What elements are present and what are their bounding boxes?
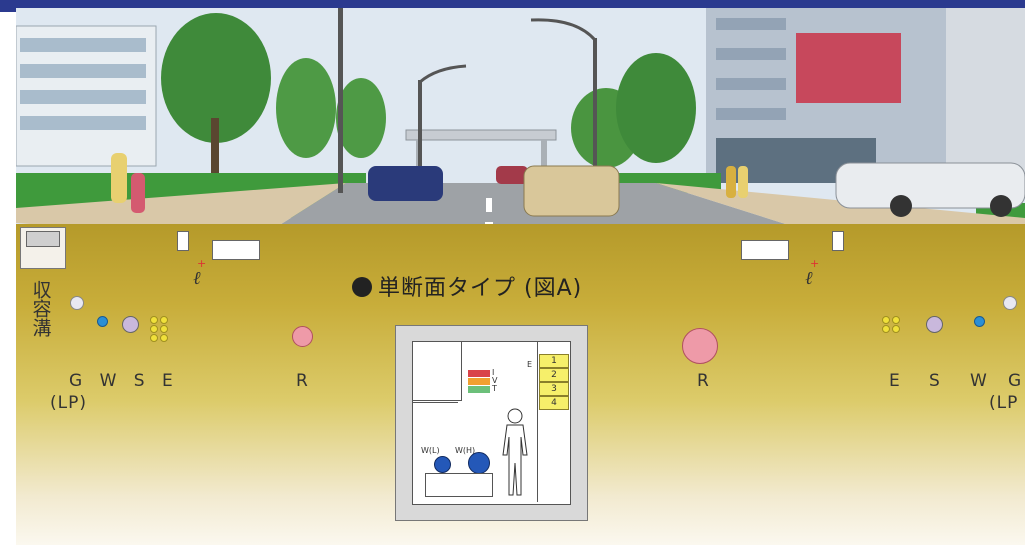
sewer-pipe-left [122, 316, 139, 333]
right-curb-block [741, 240, 789, 260]
w-high-label: W(H) [455, 446, 476, 455]
gas-pipe-right [1003, 296, 1017, 310]
left-r-label: R [296, 371, 309, 391]
w-low-label: W(L) [421, 446, 440, 455]
left-gwse-label: G W S E [69, 371, 179, 391]
plus-mark-left: + [197, 257, 207, 270]
cable-slot-3: 3 [539, 382, 569, 396]
box-e-label: E [527, 360, 533, 369]
r-pipe-left [292, 326, 313, 347]
right-r-label: R [697, 371, 710, 391]
street-scene-svg [16, 8, 1025, 240]
left-channel-label-text: 収容溝 [29, 280, 52, 337]
left-curb-block [212, 240, 260, 260]
street-scene-illustration [16, 8, 1025, 240]
electric-cables-left [150, 316, 172, 344]
water-pipe-right [974, 316, 985, 327]
r-pipe-right [682, 328, 718, 364]
water-pipe-high [468, 452, 490, 474]
ivt-rack-green [468, 386, 490, 393]
shelf-line [413, 402, 458, 403]
right-g-label: G [1008, 371, 1023, 391]
lighting-cable-symbol-left: ℓ [193, 268, 201, 289]
right-w-label: W [970, 371, 988, 391]
water-pipe-left [97, 316, 108, 327]
right-e-label: E [889, 371, 901, 391]
plus-mark-right: + [810, 257, 820, 270]
right-s-label: S [929, 371, 941, 391]
person-figure-icon [502, 408, 528, 496]
left-curb-marker [177, 231, 189, 251]
water-pipe-low [434, 456, 451, 473]
left-lp-label: (LP) [50, 393, 87, 413]
ivt-label-t: T [492, 384, 497, 393]
ivt-rack-orange [468, 378, 490, 385]
sewer-pipe-right [926, 316, 943, 333]
ivt-rack-red [468, 370, 490, 377]
diagram-title: 単断面タイプ (図A) [352, 270, 582, 302]
bullet-icon [352, 277, 372, 297]
upper-partition [413, 342, 462, 401]
right-lp-label: (LP [989, 393, 1019, 413]
left-channel-label: 収容溝 [28, 280, 52, 342]
cable-slot-1: 1 [539, 354, 569, 368]
lighting-cable-symbol-right: ℓ [805, 268, 813, 289]
cable-slot-2: 2 [539, 368, 569, 382]
left-channel-box-inner [26, 231, 60, 247]
gas-pipe-left [70, 296, 84, 310]
right-partition [537, 342, 538, 502]
ivt-label-v: V [492, 376, 498, 385]
ivt-label-i: I [492, 368, 495, 377]
right-curb-marker [832, 231, 844, 251]
cable-slot-4: 4 [539, 396, 569, 410]
pipe-support-base [425, 473, 493, 497]
electric-cables-right [882, 316, 904, 336]
